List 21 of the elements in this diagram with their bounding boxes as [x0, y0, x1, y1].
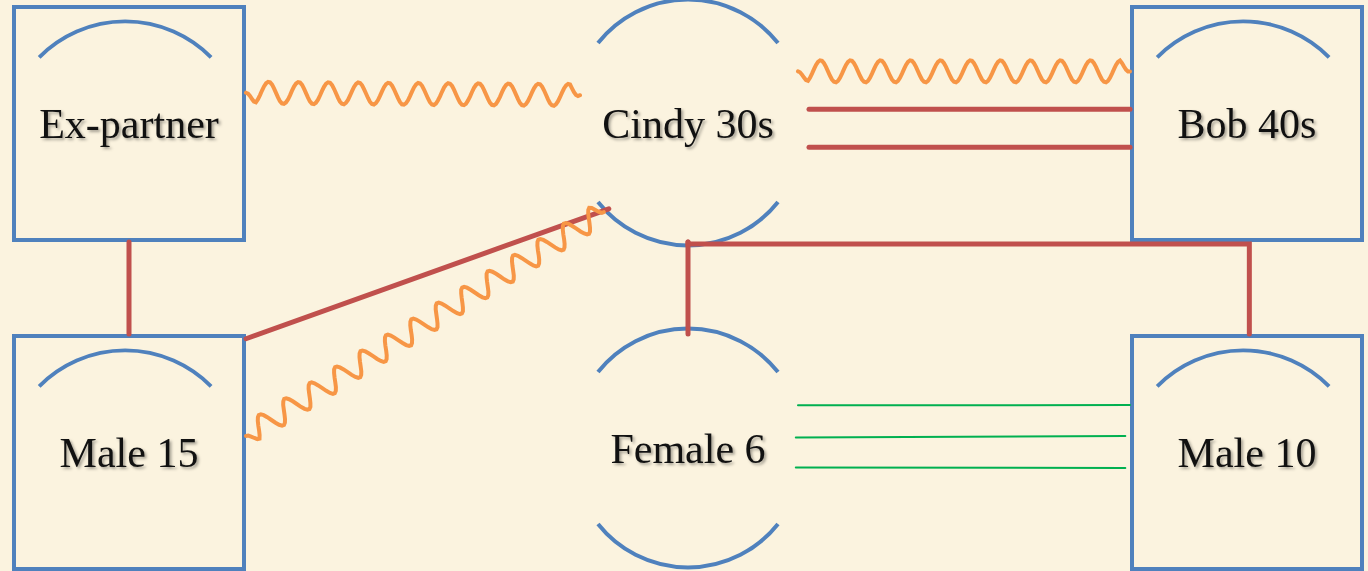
conflict-line — [244, 79, 582, 108]
relationship-line — [126, 239, 132, 337]
male-square-symbol — [12, 334, 246, 571]
male-square-symbol — [12, 5, 246, 242]
node-label: Cindy 30s — [602, 99, 774, 148]
conflict-line — [796, 57, 1132, 85]
relationship-line — [685, 239, 1252, 337]
node-label: Bob 40s — [1177, 99, 1317, 148]
conflict-line — [244, 205, 606, 442]
relationship-line — [806, 106, 1133, 112]
relationship-line — [797, 404, 1131, 407]
node-label: Female 6 — [610, 425, 766, 473]
relationship-line — [806, 144, 1133, 150]
node-label: Male 15 — [59, 428, 199, 477]
node-label: Ex-partner — [39, 99, 219, 148]
relationship-line — [243, 206, 612, 342]
node-label: Male 10 — [1177, 428, 1317, 477]
male-square-symbol — [1130, 5, 1364, 242]
relationship-line — [794, 466, 1127, 469]
relationship-line — [794, 434, 1127, 439]
male-square-symbol — [1130, 334, 1364, 571]
